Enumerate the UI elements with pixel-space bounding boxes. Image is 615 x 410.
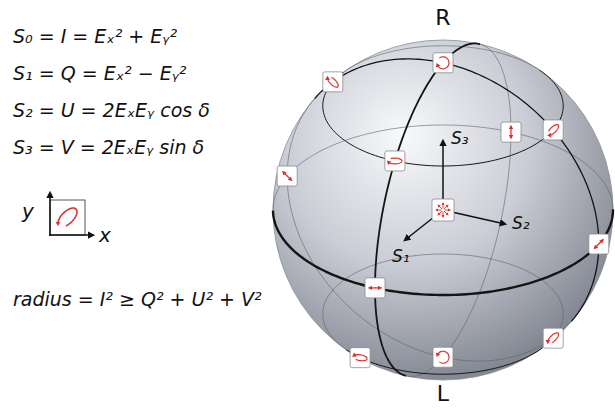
pole-name-holder: L [437,381,449,407]
polarization-icon [433,347,453,367]
polarization-icon [365,278,385,298]
stokes-formula: S₃ = V = 2EₓEᵧ sin δ [13,136,204,159]
icon-box [385,151,405,171]
icon-box [501,122,521,142]
icon-box [589,234,609,254]
pole-name: L [437,381,449,407]
meridian-line [571,244,598,321]
axis-name: S₂ [512,213,530,233]
axis-name-holder: x [99,223,111,247]
axis-name: S₃ [451,128,469,148]
axis-name-holder: y [22,199,34,223]
rotation-arrowhead [325,76,330,80]
axis-arrow [454,213,505,225]
latitude-line [395,70,563,166]
sphere [273,40,613,380]
rotation-arrowhead [387,161,392,166]
star-ray [445,210,451,211]
star-ray [438,211,442,215]
frame-box [50,200,85,235]
polarization-icon [277,166,297,186]
star-ray [443,203,444,209]
polarization-icon [501,122,521,142]
polarization-ellipse [58,208,77,226]
xy-frame-icon [49,193,93,236]
stokes-formula-holder: S₀ = I = Eₓ² + Eᵧ² [13,25,177,48]
star-ray [444,211,448,215]
star-ray [436,210,442,211]
latitude-line [323,72,395,161]
icon-box [277,166,297,186]
latitude-line [323,254,563,350]
star-ray [438,205,442,209]
icon-box [365,278,385,298]
star-ray [444,205,448,209]
axis-name: S₁ [392,246,410,266]
stokes-formula-holder: S₁ = Q = Eₓ² − Eᵧ² [13,62,186,85]
rotation-arrowhead [436,352,440,357]
equator-line [273,211,375,288]
radius-formula: radius = I² ≥ Q² + U² + V² [13,288,262,311]
star-ray [443,212,444,218]
linear-polarization [595,240,603,248]
latitude-line [343,46,539,72]
meridian-line [375,288,406,376]
icon-box [433,347,453,367]
axis-arrow [405,217,434,240]
axis-name-holder: S₁ [392,246,410,266]
icon-box [543,328,563,348]
radius-formula-holder: radius = I² ≥ Q² + U² + V² [13,288,262,311]
polarization-icons [277,53,609,368]
rotation-arrowhead [547,133,551,138]
stokes-axes [405,141,505,240]
x-axis-arrow [49,234,93,236]
polarization-icon [323,72,343,92]
meridian-line [315,59,599,244]
linear-polarization [510,126,511,138]
stokes-formula: S₂ = U = 2EₓEᵧ cos δ [13,99,210,122]
polarization-icon [543,120,563,140]
unpolarized-icon [432,199,454,221]
polarization-icon [433,53,453,73]
rotation-arrowhead [545,340,550,344]
equator-line [375,209,613,295]
y-axis-arrow [49,193,51,236]
stokes-formula-holder: S₃ = V = 2EₓEᵧ sin δ [13,136,204,159]
polarization-ellipse [388,158,402,164]
polarization-icon [589,234,609,254]
rotation-arrowhead [56,222,61,226]
meridian-line [287,99,571,362]
linear-polarization [369,287,381,288]
polarization-icon [543,328,563,348]
polarization-icon [350,348,370,368]
sphere-grid [273,43,613,376]
icon-box [543,120,563,140]
back-lines [273,44,613,376]
stokes-formula: S₁ = Q = Eₓ² − Eᵧ² [13,62,186,85]
axis-name: y [22,199,34,223]
pole-name-holder: R [435,5,450,31]
axis-arrow [442,141,444,199]
polarization-ellipse [437,351,449,363]
latitude-line [395,348,543,374]
icon-box [433,53,453,73]
stokes-formula-holder: S₂ = U = 2EₓEᵧ cos δ [13,99,210,122]
rotation-arrowhead [352,352,357,356]
axis-name-holder: S₂ [512,213,530,233]
pole-name: R [435,5,450,31]
icon-box [323,72,343,92]
rotation-arrowhead [436,63,440,68]
icon-box [350,348,370,368]
axis-name-holder: S₃ [451,128,469,148]
front-lines [273,43,613,375]
icon-box [432,199,454,221]
polarization-icon [385,151,405,171]
polarization-ellipse [437,57,449,69]
axis-name: x [99,223,111,247]
meridian-line [375,43,480,287]
stokes-formula: S₀ = I = Eₓ² + Eᵧ² [13,25,177,48]
linear-polarization [283,172,291,180]
